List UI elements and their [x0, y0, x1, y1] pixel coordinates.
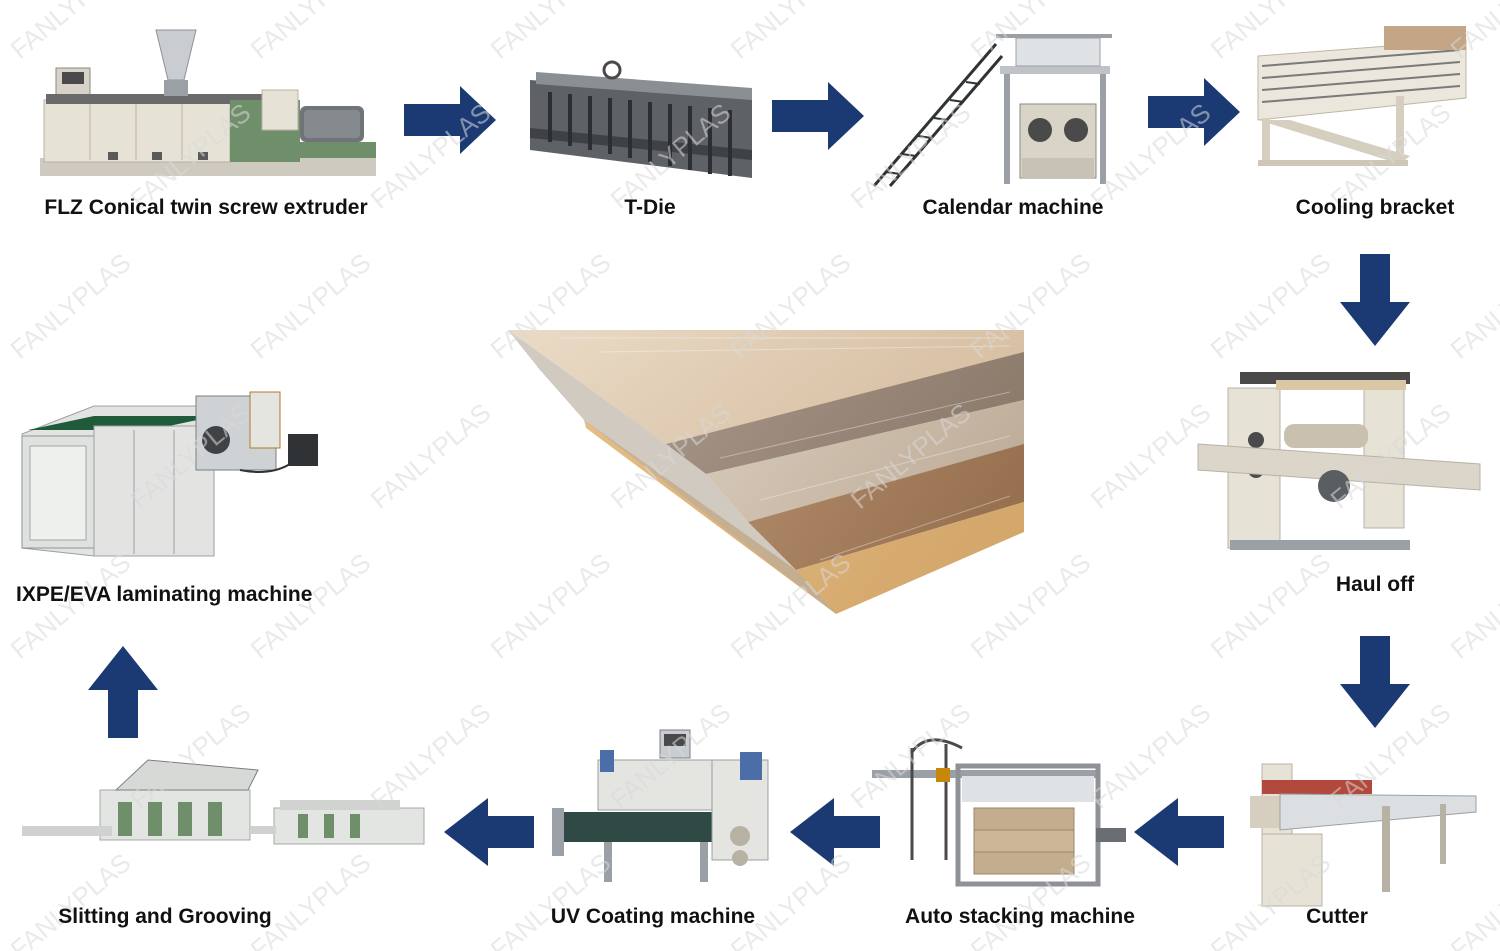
laminating-machine-icon [21, 391, 318, 557]
cooling-bracket-icon [1257, 26, 1467, 166]
label-haul-off: Haul off [1335, 573, 1415, 596]
arrow-down-1 [1340, 254, 1410, 346]
slitting-grooving-machine-icon [22, 759, 425, 845]
label-cooling-bracket: Cooling bracket [1295, 196, 1455, 219]
arrow-left-3 [444, 798, 534, 866]
label-cutter: Cutter [1306, 905, 1368, 928]
label-laminating-machine: IXPE/EVA laminating machine [16, 583, 313, 606]
stacking-machine-icon [872, 738, 1126, 887]
label-extruder: FLZ Conical twin screw extruder [44, 196, 368, 219]
haul-off-machine-icon [1197, 372, 1481, 550]
calendar-machine-icon [872, 34, 1112, 187]
label-calendar-machine: Calendar machine [922, 196, 1104, 219]
arrow-left-1 [1134, 798, 1224, 866]
cutter-machine-icon [1250, 763, 1477, 907]
label-uv-coating-machine: UV Coating machine [550, 905, 756, 928]
arrow-left-2 [790, 798, 880, 866]
arrow-up-1 [88, 646, 158, 738]
extruder-machine-icon [40, 29, 376, 176]
arrow-right-1 [404, 86, 496, 154]
uv-coating-machine-icon [552, 729, 769, 882]
arrow-right-3 [1148, 78, 1240, 146]
label-auto-stacking-machine: Auto stacking machine [905, 905, 1135, 928]
arrow-down-2 [1340, 636, 1410, 728]
arrow-right-2 [772, 82, 864, 150]
flow-arrows [88, 78, 1410, 866]
label-slitting-and-grooving: Slitting and Grooving [58, 905, 272, 928]
label-t-die: T-Die [624, 196, 676, 219]
spc-floor-planks-icon [508, 330, 1024, 614]
t-die-icon [530, 60, 752, 178]
